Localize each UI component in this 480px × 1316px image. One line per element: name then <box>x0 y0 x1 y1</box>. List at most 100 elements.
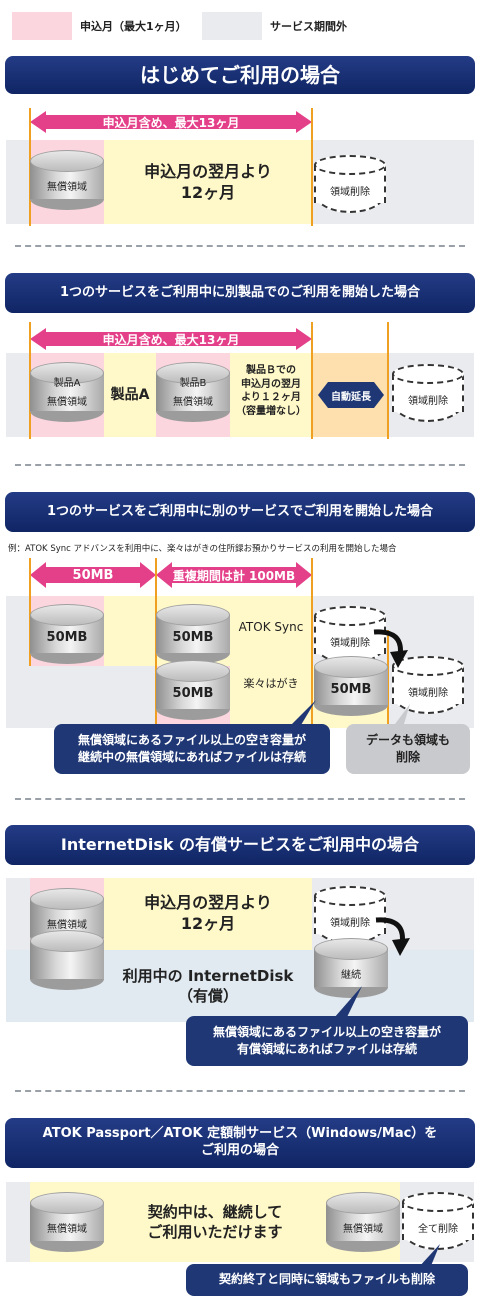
divider-3 <box>15 798 465 800</box>
legend-swatch-out-of-service <box>202 12 262 40</box>
legend-swatch-apply-month <box>12 12 72 40</box>
section2-period-arrow-label: 申込月含め、最大13ヶ月 <box>102 332 240 347</box>
section2-note-line4: （容量増なし） <box>236 405 306 417</box>
section4-callout: 無償領域にあるファイル以上の空き容量が 有償領域にあればファイルは存続 <box>186 1016 468 1066</box>
section3-arrow1-label: 50MB <box>72 567 114 583</box>
section2-product-b-cyl-label: 製品B 無償領域 <box>156 374 230 412</box>
section1-period-line2: 12ヶ月 <box>180 182 236 202</box>
section3-grey-line2: 削除 <box>395 750 420 764</box>
section3-title: 1つのサービスをご利用中に別のサービスでご利用を開始した場合 <box>5 492 475 532</box>
section2-cyl-a-line2: 無償領域 <box>47 397 87 408</box>
section3-cyl2-label: 50MB <box>172 630 214 645</box>
section2-product-b-cylinder: 製品B 無償領域 <box>156 362 230 422</box>
section5-callout: 契約終了と同時に領域もファイルも削除 <box>186 1264 468 1296</box>
section3-cyl1-label: 50MB <box>46 630 88 645</box>
section1-end-line <box>311 108 313 226</box>
section4-period-text: 申込月の翌月より 12ヶ月 <box>104 893 312 935</box>
section2-extend-line <box>387 322 389 439</box>
section1-period-text: 申込月の翌月より 12ヶ月 <box>104 162 312 204</box>
section3-grey-line1: データも領域も <box>365 732 450 747</box>
section3-rakuraku-label: 楽々はがき <box>243 677 299 690</box>
section5-free-area1-label: 無償領域 <box>47 1224 87 1235</box>
section5-free-area2-label: 無償領域 <box>343 1224 383 1235</box>
section4-continue-cylinder: 継続 <box>314 938 388 998</box>
section3-overlap-arrow: 重複期間は計 100MB <box>156 562 312 588</box>
section5-free-area-cylinder-end: 無償領域 <box>326 1192 400 1252</box>
section2-cyl-b-line1: 製品B <box>179 378 207 389</box>
section4-in-use-line1: 利用中の InternetDisk <box>122 967 294 985</box>
section2-auto-extend-label: 自動延長 <box>331 392 371 403</box>
section2-auto-extend-arrow: 自動延長 <box>318 382 384 408</box>
section3-continued-cylinder: 50MB <box>314 656 388 716</box>
section1-period-line1: 申込月の翌月より <box>144 162 272 181</box>
section3-move-arrow-icon <box>373 629 408 668</box>
section3-atok-period-a <box>104 596 156 666</box>
legend-label-out-of-service: サービス期間外 <box>270 20 347 33</box>
section2-cyl-b-line2: 無償領域 <box>173 397 213 408</box>
section4-in-use-line2: （有償） <box>177 986 238 1005</box>
section3-delete2-label: 領域削除 <box>408 688 448 699</box>
section5-title: ATOK Passport／ATOK 定額制サービス（Windows/Mac）を… <box>5 1118 475 1168</box>
section5-delete-all-label: 全て削除 <box>418 1224 458 1235</box>
section4-service-period-area <box>104 878 312 950</box>
section5-title-line1: ATOK Passport／ATOK 定額制サービス（Windows/Mac）を <box>42 1126 438 1142</box>
divider-4 <box>15 1090 465 1092</box>
divider-2 <box>15 464 465 466</box>
section3-cyl3-label: 50MB <box>172 686 214 701</box>
section3-deleted-rakuraku-cylinder: 領域削除 <box>392 656 464 714</box>
section3-50mb-arrow: 50MB <box>30 562 156 588</box>
section5-contract-text: 契約中は、継続して ご利用いただけます <box>110 1202 320 1243</box>
section3-delete1-label: 領域削除 <box>330 638 370 649</box>
section4-in-use-text: 利用中の InternetDisk （有償） <box>104 967 312 1006</box>
section4-period-line1: 申込月の翌月より <box>144 893 272 912</box>
section4-callout-line1: 無償領域にあるファイル以上の空き容量が <box>212 1024 441 1039</box>
section4-paid-area-cylinder <box>30 930 104 990</box>
section3-grey-callout: データも領域も 削除 <box>346 724 470 774</box>
section5-free-area-cylinder-start: 無償領域 <box>30 1192 104 1252</box>
section3-cyl4-label: 50MB <box>330 682 372 697</box>
section5-text-line2: ご利用いただけます <box>147 1223 283 1242</box>
section3-callout-line2: 継続中の無償領域にあればファイルは存続 <box>77 750 306 764</box>
section2-end-line <box>311 322 313 439</box>
section5-title-line2: ご利用の場合 <box>200 1143 279 1158</box>
section2-cyl-a-line1: 製品A <box>53 378 81 389</box>
section1-delete-label: 領域削除 <box>330 187 370 198</box>
section3-atok-cylinder: 50MB <box>30 604 104 664</box>
section4-move-arrow-icon <box>375 917 410 956</box>
section3-callout: 無償領域にあるファイル以上の空き容量が 継続中の無償領域にあればファイルは存続 <box>54 724 330 774</box>
section2-delete-label: 領域削除 <box>408 396 448 407</box>
section2-product-b-area <box>230 353 312 437</box>
section2-note-line3: より１２ヶ月 <box>241 392 301 403</box>
section2-note-line2: 申込月の翌月 <box>241 378 301 390</box>
section2-product-a-area <box>104 353 156 437</box>
section1-title: はじめてご利用の場合 <box>5 56 475 94</box>
section3-rakuraku-cylinder: 50MB <box>156 660 230 720</box>
section3-example-text: 例：ATOK Sync アドバンスを利用中に、楽々はがきの住所録お預かりサービス… <box>8 544 397 554</box>
section3-callout-line1: 無償領域にあるファイル以上の空き容量が <box>77 732 306 747</box>
section2-product-a-cylinder: 製品A 無償領域 <box>30 362 104 422</box>
section2-period-arrow: 申込月含め、最大13ヶ月 <box>30 328 312 350</box>
divider-1 <box>15 245 465 247</box>
section1-free-area-label: 無償領域 <box>47 182 87 193</box>
section5-deleted-area-cylinder: 全て削除 <box>402 1192 474 1250</box>
section4-free-area-label: 無償領域 <box>47 920 87 931</box>
section2-title: 1つのサービスをご利用中に別製品でのご利用を開始した場合 <box>5 273 475 313</box>
section1-service-period-area <box>104 140 312 224</box>
section2-note-line1: 製品Ｂでの <box>246 365 296 376</box>
section1-period-arrow: 申込月含め、最大13ヶ月 <box>30 111 312 133</box>
legend-label-apply-month: 申込月（最大1ヶ月） <box>80 20 187 33</box>
section3-end-line <box>311 558 313 728</box>
section4-delete-label: 領域削除 <box>330 918 370 929</box>
section2-product-a-text: 製品A <box>110 387 150 403</box>
section2-deleted-area-cylinder: 領域削除 <box>392 364 464 422</box>
section4-continue-label: 継続 <box>341 970 361 981</box>
section1-deleted-area-cylinder: 領域削除 <box>314 155 386 213</box>
section5-text-line1: 契約中は、継続して <box>147 1203 283 1221</box>
section2-product-b-note: 製品Ｂでの 申込月の翌月 より１２ヶ月 （容量増なし） <box>230 364 312 418</box>
section3-atok-sync-label: ATOK Sync <box>238 620 304 634</box>
section3-atok-overlap-cylinder: 50MB <box>156 604 230 664</box>
section4-period-line2: 12ヶ月 <box>180 913 236 933</box>
section4-title: InternetDisk の有償サービスをご利用中の場合 <box>5 825 475 865</box>
section3-end-line-2 <box>387 630 389 728</box>
section1-period-arrow-label: 申込月含め、最大13ヶ月 <box>102 115 240 130</box>
